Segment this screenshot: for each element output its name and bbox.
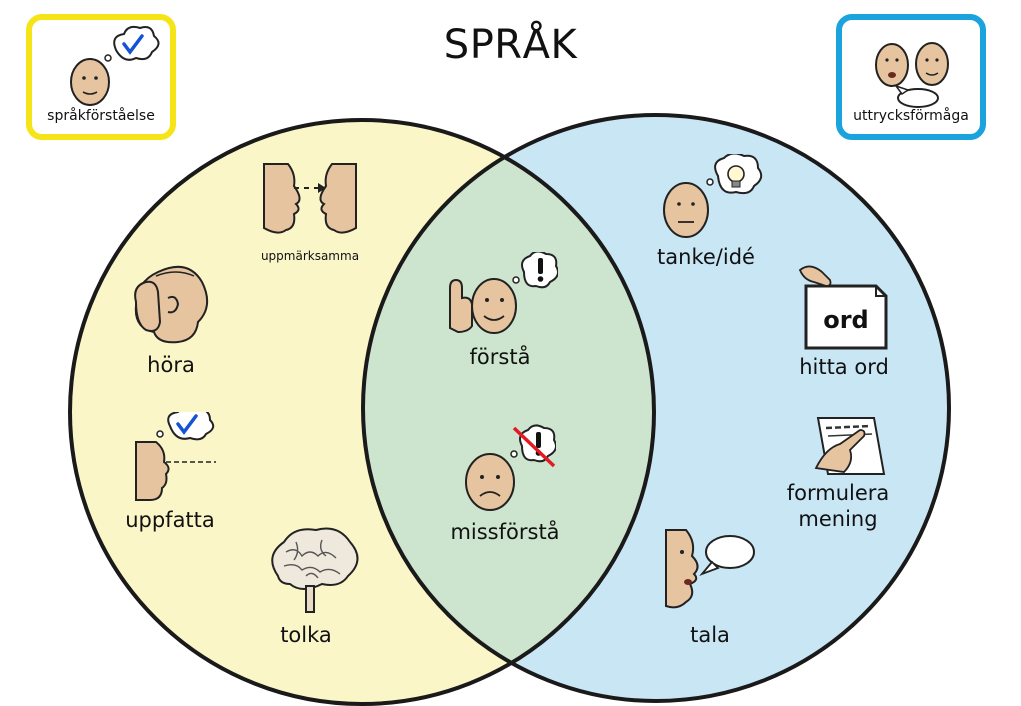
label-hora: höra	[147, 353, 195, 377]
thinking-check-icon	[70, 25, 160, 106]
understand-exclamation-icon	[449, 252, 558, 334]
expressive-ability-box: uttrycksförmåga	[836, 14, 986, 140]
label-missforsta: missförstå	[450, 520, 560, 544]
attention-faces-icon	[263, 163, 357, 234]
speaking-face-icon	[665, 529, 755, 609]
label-hitta-ord: hitta ord	[799, 355, 889, 379]
language-comprehension-box: språkförståelse	[26, 14, 176, 140]
label-tala: tala	[690, 623, 730, 647]
expressive-ability-caption: uttrycksförmåga	[853, 108, 969, 124]
label-formulera-mening: formulera mening	[786, 481, 890, 531]
perceive-check-icon	[135, 412, 216, 501]
page-title: SPRÅK	[443, 22, 578, 68]
overlap-region	[363, 120, 654, 701]
pointing-paper-icon	[814, 417, 886, 475]
label-uppfatta: uppfatta	[125, 508, 215, 532]
two-faces-talking-icon	[875, 42, 949, 108]
lightbulb-thought-icon	[663, 154, 763, 238]
language-comprehension-caption: språkförståelse	[47, 108, 155, 124]
misunderstand-icon	[465, 424, 556, 511]
label-tanke-ide: tanke/idé	[657, 245, 755, 269]
word-card-icon: ord	[798, 265, 888, 350]
label-tolka: tolka	[280, 623, 332, 647]
word-card-text: ord	[823, 306, 869, 334]
brain-icon	[271, 527, 359, 613]
ear-listening-icon	[134, 265, 209, 344]
label-uppmarksamma: uppmärksamma	[260, 249, 360, 263]
label-forsta: förstå	[469, 345, 531, 369]
